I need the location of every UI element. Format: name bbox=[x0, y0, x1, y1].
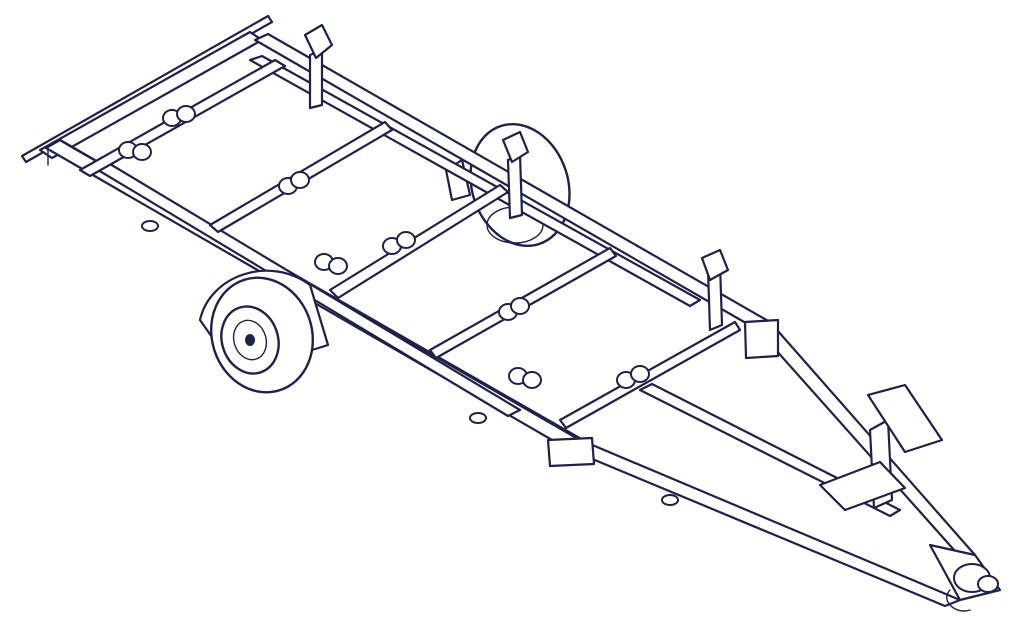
keel-rollers bbox=[118, 105, 650, 389]
rear-cross-beam bbox=[20, 14, 274, 166]
bunk-uprights bbox=[303, 23, 730, 332]
winch-post bbox=[818, 383, 944, 512]
inner-rails bbox=[96, 54, 902, 518]
mounting-pads bbox=[141, 220, 679, 506]
coupler bbox=[928, 543, 1002, 612]
front-wheel bbox=[198, 269, 330, 394]
